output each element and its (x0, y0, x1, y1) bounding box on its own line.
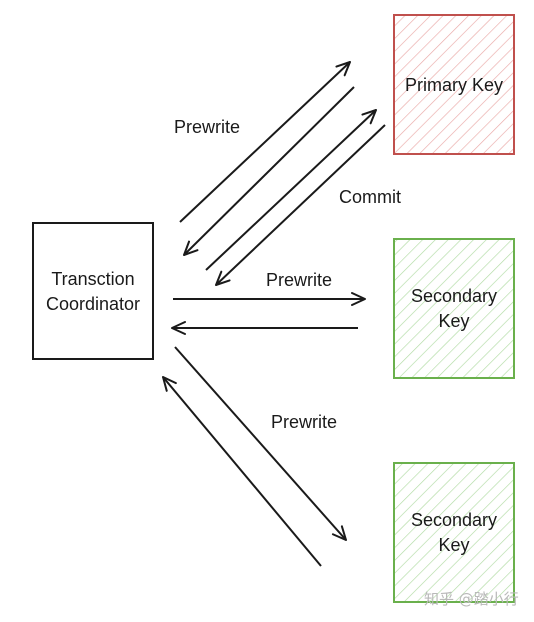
label-prewrite-secondary-2: Prewrite (271, 412, 337, 432)
secondary-key-2-label-line1: Secondary (411, 510, 497, 530)
coordinator-node: Transction Coordinator (32, 222, 154, 360)
label-prewrite-primary: Prewrite (174, 117, 240, 137)
secondary-key-node-2: Secondary Key (393, 462, 515, 603)
secondary-key-2-label-line2: Key (438, 535, 469, 555)
watermark: 知乎 @踏小行 (424, 590, 519, 608)
arrow-prewrite-to-secondary-2 (174, 346, 347, 541)
coordinator-label-line2: Coordinator (46, 294, 140, 314)
arrow-primary-response (183, 86, 355, 256)
primary-key-label: Primary Key (405, 75, 503, 95)
label-commit: Commit (339, 187, 401, 207)
label-prewrite-secondary-1: Prewrite (266, 270, 332, 290)
secondary-key-node-1: Secondary Key (393, 238, 515, 379)
coordinator-label-line1: Transction (51, 269, 134, 289)
arrow-commit-response (215, 124, 386, 286)
secondary-key-1-label-line2: Key (438, 311, 469, 331)
primary-key-node: Primary Key (393, 14, 515, 155)
arrow-secondary-2-response (162, 376, 322, 567)
arrow-prewrite-to-primary (179, 61, 351, 223)
secondary-key-1-label-line1: Secondary (411, 286, 497, 306)
arrow-commit-to-primary (205, 109, 377, 271)
